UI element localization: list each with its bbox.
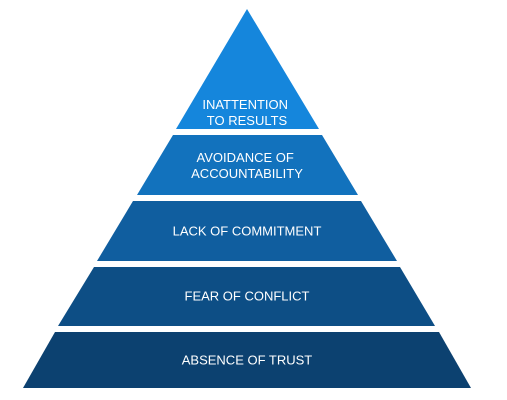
tier-1-label: INATTENTION TO RESULTS xyxy=(202,97,291,128)
tier-3-shape xyxy=(97,201,397,261)
tier-2-shape xyxy=(137,135,358,195)
tier-2-label-line-2: ACCOUNTABILITY xyxy=(191,166,303,181)
tier-1-shape xyxy=(176,9,319,129)
tier-2-label: AVOIDANCE OF ACCOUNTABILITY xyxy=(191,150,303,181)
tier-3-label: LACK OF COMMITMENT xyxy=(173,224,322,239)
tier-5-shape xyxy=(23,332,471,388)
tier-1-label-line-1: INATTENTION xyxy=(202,97,288,112)
tier-5-label: ABSENCE OF TRUST xyxy=(182,353,313,368)
tier-1-label-line-2: TO RESULTS xyxy=(207,113,288,128)
tier-4-label: FEAR OF CONFLICT xyxy=(185,289,310,304)
tier-2-label-line-1: AVOIDANCE OF xyxy=(197,150,294,165)
tier-4-shape xyxy=(58,267,435,326)
